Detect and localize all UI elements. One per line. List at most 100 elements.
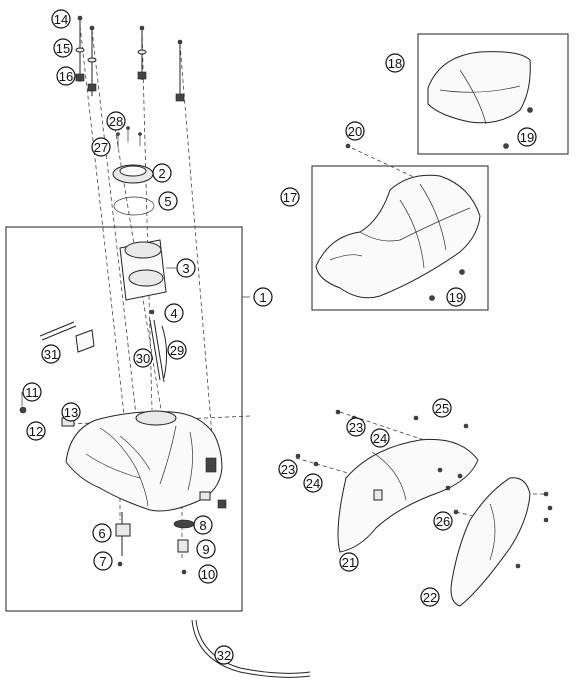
callout-label: 12 (29, 424, 43, 439)
callout-16: 16 (56, 66, 76, 86)
front-seat-frame (311, 165, 489, 311)
callout-27: 27 (91, 137, 111, 157)
callout-circle (214, 645, 234, 665)
callout-9: 9 (196, 539, 216, 559)
callout-label: 28 (109, 114, 123, 129)
callout-circle (446, 287, 466, 307)
callout-18: 18 (385, 53, 405, 73)
screw (117, 561, 123, 567)
callout-2: 2 (152, 163, 172, 183)
callout-label: 17 (283, 190, 297, 205)
callout-24a: 24 (370, 428, 390, 448)
callout-24b: 24 (303, 473, 323, 493)
callout-circle (164, 303, 184, 323)
o-ring (173, 519, 195, 529)
callout-3: 3 (176, 258, 196, 278)
callout-22: 22 (420, 587, 440, 607)
fuel-pump-flange (119, 239, 167, 301)
side-cover-right (450, 477, 553, 607)
callout-label: 15 (56, 41, 70, 56)
callout-circle (61, 402, 81, 422)
callout-circle (370, 428, 390, 448)
callout-5: 5 (158, 191, 178, 211)
fuel-tank-assembly-frame (5, 226, 243, 612)
callout-29: 29 (167, 340, 187, 360)
callout-4: 4 (164, 303, 184, 323)
callout-26: 26 (433, 511, 453, 531)
callout-label: 26 (436, 514, 450, 529)
callout-circle (420, 587, 440, 607)
callout-circle (278, 459, 298, 479)
callout-25: 25 (432, 398, 452, 418)
callout-label: 19 (520, 130, 534, 145)
callout-19b: 19 (446, 287, 466, 307)
callout-circle (22, 382, 42, 402)
mounting-bolts (75, 15, 185, 102)
callout-label: 4 (170, 306, 177, 321)
callout-circle (346, 417, 366, 437)
callout-label: 14 (54, 12, 68, 27)
callout-label: 25 (435, 401, 449, 416)
callout-circle (133, 348, 153, 368)
small-screw (149, 309, 155, 315)
callout-23a: 23 (346, 417, 366, 437)
callout-label: 10 (201, 567, 215, 582)
sealing-ring (113, 196, 155, 216)
washer (19, 406, 27, 414)
callout-circle (193, 515, 213, 535)
callout-label: 8 (199, 518, 206, 533)
callout-15: 15 (53, 38, 73, 58)
callout-label: 29 (170, 343, 184, 358)
callout-circle (41, 344, 61, 364)
callout-32: 32 (214, 645, 234, 665)
callout-14: 14 (51, 9, 71, 29)
rear-seat-frame (417, 33, 569, 155)
callout-label: 16 (59, 69, 73, 84)
callout-20: 20 (345, 121, 365, 141)
side-cover-left (337, 438, 479, 553)
callout-label: 20 (348, 124, 362, 139)
callout-circle (167, 340, 187, 360)
callout-circle (91, 137, 111, 157)
callout-label: 24 (306, 476, 320, 491)
hose-clip (177, 539, 189, 553)
rear-seat (427, 51, 533, 149)
callout-circle (106, 111, 126, 131)
screw (181, 569, 187, 575)
callout-8: 8 (193, 515, 213, 535)
hose (153, 319, 165, 383)
label-strip (39, 321, 95, 353)
drain-hose (195, 619, 311, 674)
callout-circle (339, 552, 359, 572)
callout-label: 31 (44, 347, 58, 362)
drain-hose (191, 619, 311, 678)
callout-30: 30 (133, 348, 153, 368)
callout-circle (93, 551, 113, 571)
callout-circle (517, 127, 537, 147)
callout-circle (198, 564, 218, 584)
callout-circle (196, 539, 216, 559)
callout-23b: 23 (278, 459, 298, 479)
callout-19a: 19 (517, 127, 537, 147)
hose (149, 319, 161, 381)
callout-10: 10 (198, 564, 218, 584)
callout-label: 18 (388, 56, 402, 71)
callout-circle (51, 9, 71, 29)
callout-label: 7 (99, 554, 106, 569)
callout-21: 21 (339, 552, 359, 572)
callout-label: 24 (373, 431, 387, 446)
callout-label: 6 (98, 526, 105, 541)
callout-label: 13 (64, 405, 78, 420)
callout-circle (158, 191, 178, 211)
callout-label: 9 (202, 542, 209, 557)
callout-17: 17 (280, 187, 300, 207)
callout-label: 30 (136, 351, 150, 366)
callout-6: 6 (92, 523, 112, 543)
callout-28: 28 (106, 111, 126, 131)
callout-label: 3 (182, 261, 189, 276)
filler-cap (112, 126, 154, 184)
callout-circle (303, 473, 323, 493)
callout-circle (280, 187, 300, 207)
